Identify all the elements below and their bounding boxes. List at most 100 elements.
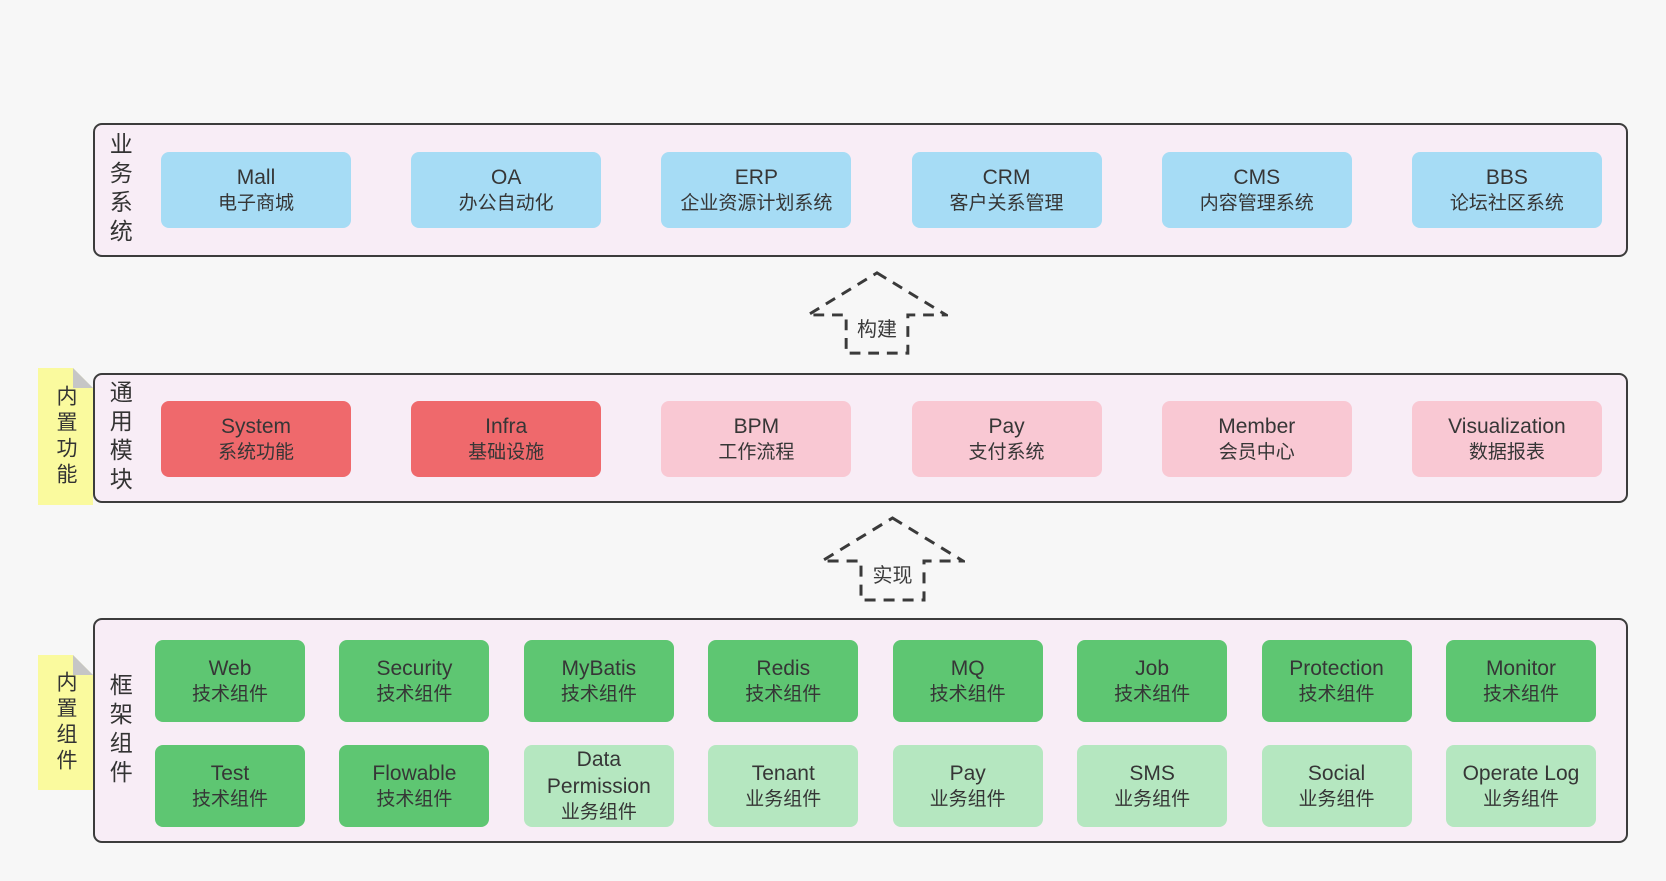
- band-components-label: 框架组件: [106, 672, 133, 789]
- box-title: BBS: [1485, 165, 1528, 189]
- box-title: ERP: [734, 165, 778, 189]
- box-subtitle: 技术组件: [1482, 683, 1559, 705]
- box-subtitle: 业务组件: [560, 802, 637, 823]
- box-subtitle: 企业资源计划系统: [680, 192, 833, 214]
- box-member: Member 会员中心: [1161, 401, 1352, 477]
- box-subtitle: 业务组件: [1298, 788, 1375, 810]
- box-subtitle: 论坛社区系统: [1449, 192, 1564, 214]
- box-title: BPM: [733, 414, 780, 438]
- box-title: Protection: [1289, 656, 1384, 680]
- box-title: OA: [491, 165, 522, 189]
- build-arrow-label: 构建: [854, 313, 900, 342]
- box-title: Web: [208, 656, 252, 680]
- box-subtitle: 基础设施: [468, 441, 545, 463]
- box-title: Redis: [756, 656, 811, 680]
- box-title: Flowable: [372, 761, 457, 785]
- band-business-label: 业务系统: [106, 132, 133, 248]
- box-subtitle: 系统功能: [217, 441, 294, 463]
- box-cms: CMS 内容管理系统: [1161, 152, 1352, 228]
- box-title: Security: [376, 656, 453, 680]
- box-subtitle: 技术组件: [1114, 683, 1191, 705]
- box-title: Mall: [236, 165, 276, 189]
- box-subtitle: 技术组件: [929, 683, 1006, 705]
- box-title: MyBatis: [561, 656, 637, 680]
- box-flowable: Flowable 技术组件: [339, 745, 490, 827]
- box-oa: OA 办公自动化: [411, 152, 602, 228]
- box-mall: Mall 电子商城: [161, 152, 351, 228]
- box-title: SMS: [1129, 761, 1175, 785]
- box-subtitle: 业务组件: [1482, 788, 1559, 810]
- box-title: Job: [1135, 656, 1170, 680]
- box-system: System 系统功能: [161, 401, 351, 477]
- box-data-permission: Data Permission 业务组件: [523, 745, 674, 827]
- implement-arrow: 实现: [820, 515, 965, 603]
- box-subtitle: 支付系统: [968, 441, 1045, 463]
- box-title: MQ: [950, 656, 985, 680]
- box-web: Web 技术组件: [155, 640, 305, 722]
- box-redis: Redis 技术组件: [708, 640, 859, 722]
- box-subtitle: 会员中心: [1218, 441, 1295, 463]
- box-security: Security 技术组件: [339, 640, 490, 722]
- box-title: Tenant: [751, 761, 815, 785]
- box-subtitle: 办公自动化: [458, 192, 554, 214]
- box-bpm: BPM 工作流程: [661, 401, 852, 477]
- builtin-components-note-label: 内置组件: [54, 670, 77, 775]
- box-subtitle: 业务组件: [745, 788, 822, 810]
- box-subtitle: 内容管理系统: [1199, 192, 1314, 214]
- box-tenant: Tenant 业务组件: [708, 745, 859, 827]
- box-subtitle: 技术组件: [1298, 683, 1375, 705]
- builtin-components-note: 内置组件: [38, 655, 93, 790]
- box-subtitle: 业务组件: [929, 788, 1006, 810]
- box-job: Job 技术组件: [1077, 640, 1228, 722]
- box-title: Test: [210, 761, 250, 785]
- implement-arrow-label: 实现: [869, 559, 916, 588]
- box-title: Data Permission: [546, 748, 651, 798]
- box-title: Monitor: [1485, 656, 1556, 680]
- box-protection: Protection 技术组件: [1261, 640, 1412, 722]
- up-block-arrow-icon: [820, 516, 965, 602]
- up-block-arrow-icon: [806, 271, 948, 355]
- box-erp: ERP 企业资源计划系统: [661, 152, 852, 228]
- box-infra: Infra 基础设施: [411, 401, 602, 477]
- box-visualization: Visualization 数据报表: [1411, 401, 1602, 477]
- builtin-features-note: 内置功能: [38, 368, 93, 505]
- box-subtitle: 技术组件: [560, 683, 637, 705]
- box-sms: SMS 业务组件: [1077, 745, 1228, 827]
- box-title: CRM: [982, 165, 1031, 189]
- box-subtitle: 技术组件: [191, 683, 268, 705]
- box-subtitle: 工作流程: [718, 441, 795, 463]
- box-bbs: BBS 论坛社区系统: [1411, 152, 1602, 228]
- box-title: Infra: [485, 414, 528, 438]
- box-subtitle: 电子商城: [217, 192, 294, 214]
- box-subtitle: 业务组件: [1114, 788, 1191, 810]
- box-title: Operate Log: [1462, 761, 1580, 785]
- box-mq: MQ 技术组件: [892, 640, 1043, 722]
- builtin-features-note-label: 内置功能: [54, 384, 77, 489]
- note-fold-corner-icon: [73, 368, 93, 388]
- box-title: Member: [1218, 414, 1296, 438]
- box-subtitle: 技术组件: [376, 788, 453, 810]
- box-monitor: Monitor 技术组件: [1445, 640, 1596, 722]
- box-subtitle: 技术组件: [745, 683, 822, 705]
- box-subtitle: 数据报表: [1468, 441, 1545, 463]
- box-title: CMS: [1233, 165, 1281, 189]
- note-fold-corner-icon: [73, 655, 93, 675]
- box-operate-log: Operate Log 业务组件: [1445, 745, 1596, 827]
- box-subtitle: 技术组件: [376, 683, 453, 705]
- box-mybatis: MyBatis 技术组件: [523, 640, 674, 722]
- box-title: System: [220, 414, 291, 438]
- box-title: Visualization: [1448, 414, 1566, 438]
